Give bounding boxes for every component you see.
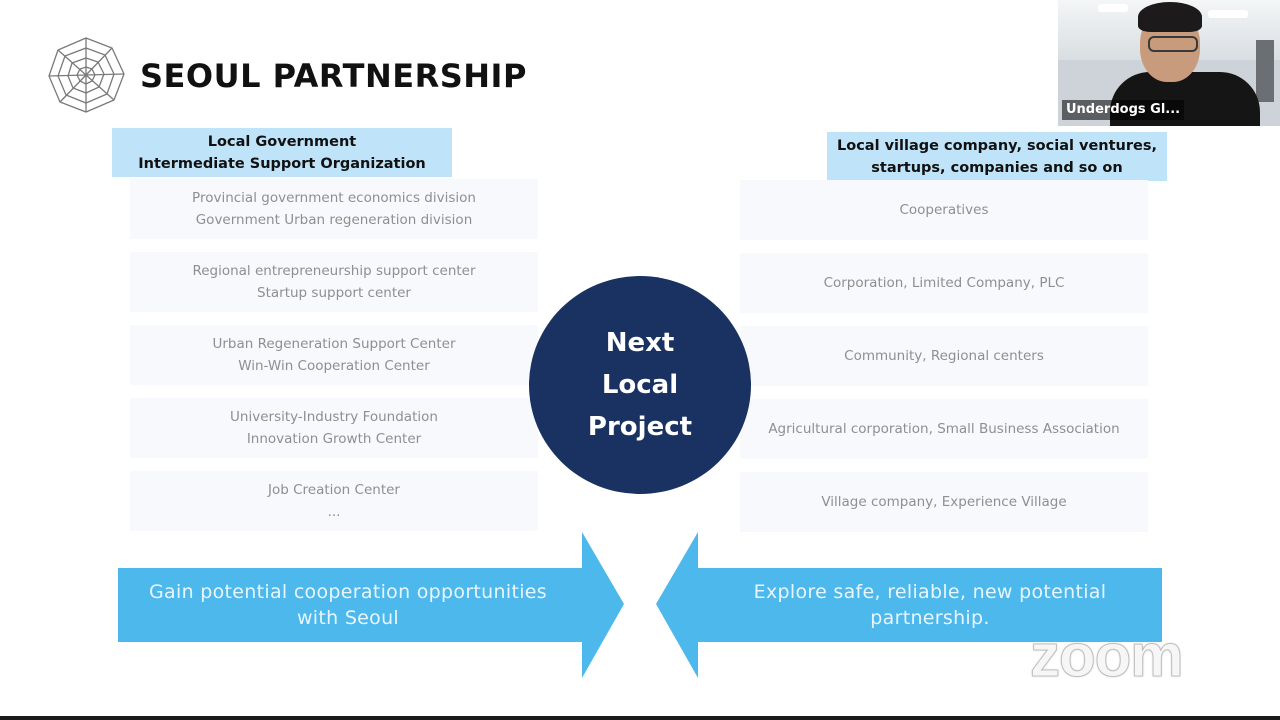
right-item-label: Village company, Experience Village — [821, 494, 1067, 510]
left-item-line: Job Creation Center — [268, 482, 400, 498]
center-line: Next — [605, 328, 675, 358]
left-item-box: Provincial government economics division… — [130, 179, 538, 239]
right-header-line-2: startups, companies and so on — [871, 159, 1123, 176]
left-header-line-2: Intermediate Support Organization — [138, 155, 426, 172]
left-item-box: Regional entrepreneurship support center… — [130, 252, 538, 312]
right-item-box: Corporation, Limited Company, PLC — [740, 253, 1148, 313]
slide-header: SEOUL PARTNERSHIP — [44, 36, 527, 116]
left-item-line: ... — [327, 504, 341, 520]
left-item-line: Urban Regeneration Support Center — [212, 336, 456, 352]
right-item-box: Agricultural corporation, Small Business… — [740, 399, 1148, 459]
right-arrow-line: Explore safe, reliable, new potential — [753, 581, 1107, 603]
left-item-line: Government Urban regeneration division — [195, 212, 473, 228]
left-item-box: Job Creation Center ... — [130, 471, 538, 531]
right-pointing-arrow — [118, 532, 624, 678]
center-line: Project — [587, 412, 693, 442]
left-arrow-line: Gain potential cooperation opportunities — [149, 581, 547, 603]
left-item-box: Urban Regeneration Support Center Win-Wi… — [130, 325, 538, 385]
right-arrow-caption: Explore safe, reliable, new potential pa… — [710, 568, 1150, 642]
left-item-line: Provincial government economics division — [192, 190, 476, 206]
left-item-line: Innovation Growth Center — [246, 431, 422, 447]
center-project-circle: Next Local Project — [529, 276, 751, 494]
ceiling-light — [1208, 10, 1248, 18]
participant-name-label: Underdogs Gl... — [1062, 100, 1185, 120]
right-item-box: Village company, Experience Village — [740, 472, 1148, 532]
center-line: Local — [601, 370, 679, 400]
left-item-line: Startup support center — [257, 285, 411, 301]
right-item-label: Agricultural corporation, Small Business… — [768, 421, 1120, 437]
left-item-line: Regional entrepreneurship support center — [192, 263, 476, 279]
right-item-box: Community, Regional centers — [740, 326, 1148, 386]
slide-title: SEOUL PARTNERSHIP — [140, 57, 527, 95]
left-item-box: University-Industry Foundation Innovatio… — [130, 398, 538, 458]
participant-hair — [1138, 2, 1202, 32]
right-arrow-line: partnership. — [870, 607, 990, 629]
right-item-label: Cooperatives — [899, 202, 989, 218]
spider-web-icon — [48, 37, 125, 113]
left-item-line: University-Industry Foundation — [230, 409, 438, 425]
right-item-label: Corporation, Limited Company, PLC — [823, 275, 1065, 291]
left-arrow-caption: Gain potential cooperation opportunities… — [118, 568, 578, 642]
participant-video-tile[interactable]: Underdogs Gl... — [1058, 0, 1280, 126]
participant-glasses — [1148, 36, 1198, 52]
right-column-header: Local village company, social ventures, … — [827, 132, 1167, 181]
left-arrow-line: with Seoul — [296, 607, 400, 629]
left-pointing-arrow — [656, 532, 1162, 678]
left-column-header: Local Government Intermediate Support Or… — [112, 128, 452, 177]
zoom-watermark: zoom — [1030, 622, 1185, 689]
ceiling-light — [1098, 4, 1128, 12]
right-header-line-1: Local village company, social ventures, — [837, 137, 1157, 154]
left-item-line: Win-Win Cooperation Center — [238, 358, 430, 374]
right-item-box: Cooperatives — [740, 180, 1148, 240]
right-item-label: Community, Regional centers — [844, 348, 1044, 364]
video-door — [1256, 40, 1274, 102]
left-header-line-1: Local Government — [207, 133, 357, 150]
